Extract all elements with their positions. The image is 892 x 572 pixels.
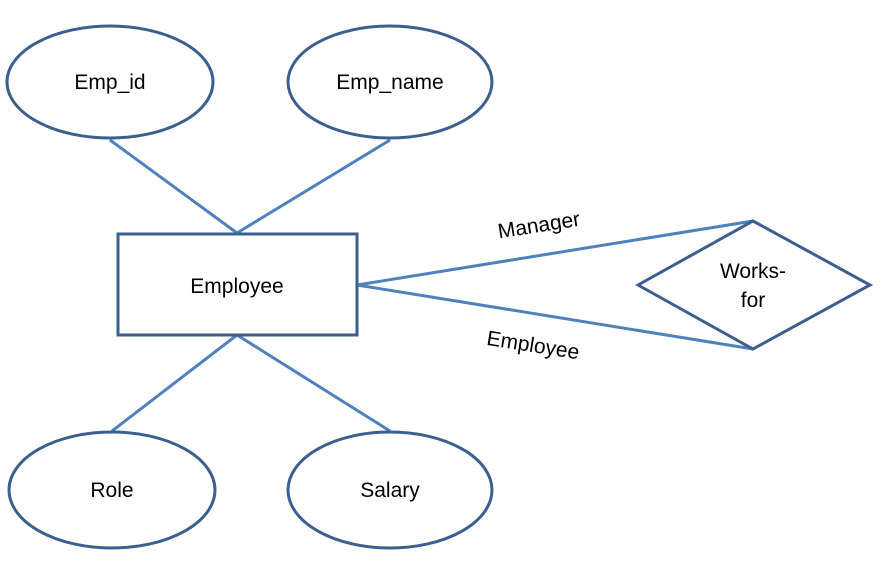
connector-emp-name [236,138,391,235]
connector-emp-id [109,138,238,235]
relationship-label-line2: for [741,289,766,312]
relationship-works-for [634,219,874,351]
connector-salary [236,333,391,433]
attribute-emp-id [5,24,215,140]
attribute-label: Emp_name [336,71,443,94]
connector-role [111,333,238,433]
entity-label: Employee [190,275,283,298]
relationship-label-line1: Works- [720,260,786,283]
connector-manager-role [356,219,754,287]
attribute-label: Emp_id [74,71,145,94]
attribute-salary [286,430,494,550]
entity-employee [116,232,359,337]
role-label-manager: Manager [496,208,581,244]
role-label-employee: Employee [485,327,581,364]
attribute-label: Role [90,479,133,502]
connector-employee-role [356,283,754,351]
attribute-role [7,430,217,550]
attribute-emp-name [286,24,494,140]
attribute-label: Salary [360,479,420,502]
